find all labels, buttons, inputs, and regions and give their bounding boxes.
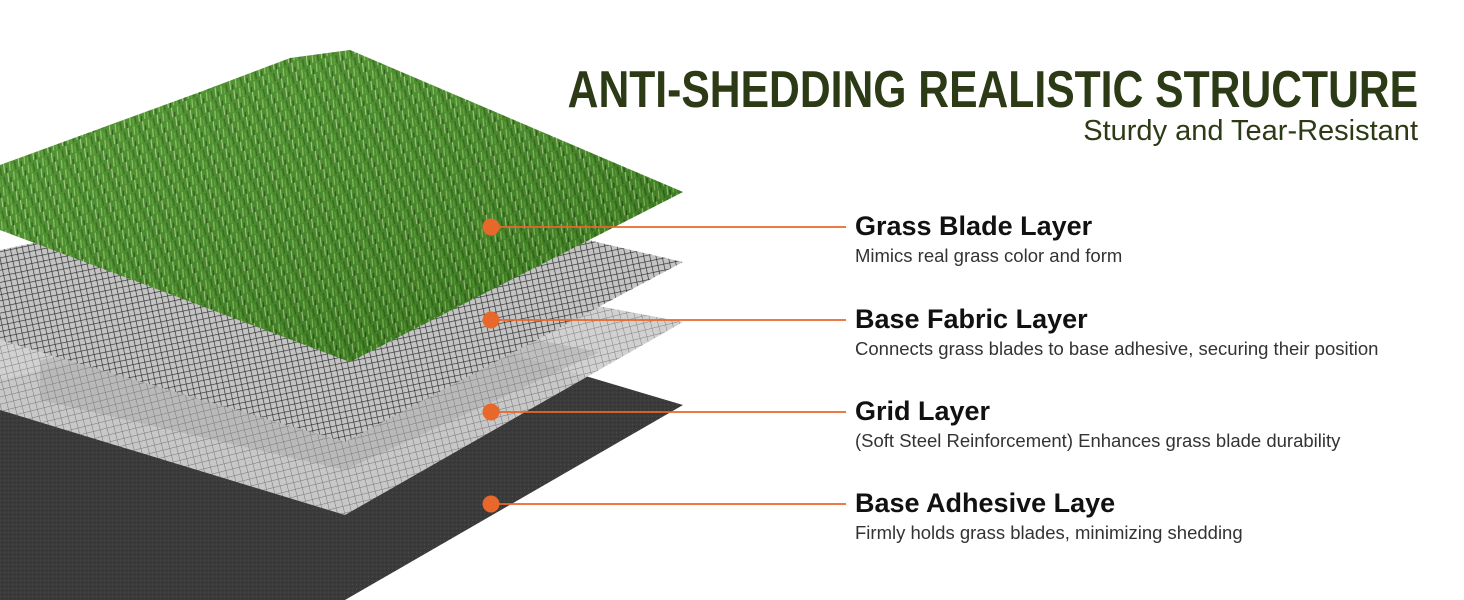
layer-title: Base Adhesive Laye [855, 488, 1116, 518]
layer-description: Firmly holds grass blades, minimizing sh… [855, 522, 1243, 543]
layer-callout-adhesive: Base Adhesive Laye Firmly holds grass bl… [855, 487, 1243, 545]
callout-dot-grid [482, 403, 500, 421]
callout-dot-fabric [482, 311, 500, 329]
layer-description: Mimics real grass color and form [855, 245, 1123, 266]
callout-dot-adhesive [482, 495, 500, 513]
layer-title: Base Fabric Layer [855, 304, 1088, 334]
layer-description: Connects grass blades to base adhesive, … [855, 338, 1379, 359]
layer-callout-grid: Grid Layer (Soft Steel Reinforcement) En… [855, 395, 1340, 453]
layer-description: (Soft Steel Reinforcement) Enhances gras… [855, 430, 1341, 451]
page-title: ANTI-SHEDDING REALISTIC STRUCTURE [567, 61, 1418, 119]
callout-dot-grass [482, 218, 500, 236]
layer-title: Grass Blade Layer [855, 211, 1093, 241]
layer-title: Grid Layer [855, 396, 991, 426]
layer-callout-fabric: Base Fabric Layer Connects grass blades … [855, 303, 1378, 361]
layer-callout-grass: Grass Blade Layer Mimics real grass colo… [855, 210, 1122, 268]
page-subtitle: Sturdy and Tear-Resistant [1083, 115, 1418, 147]
callout-markers [482, 218, 846, 513]
